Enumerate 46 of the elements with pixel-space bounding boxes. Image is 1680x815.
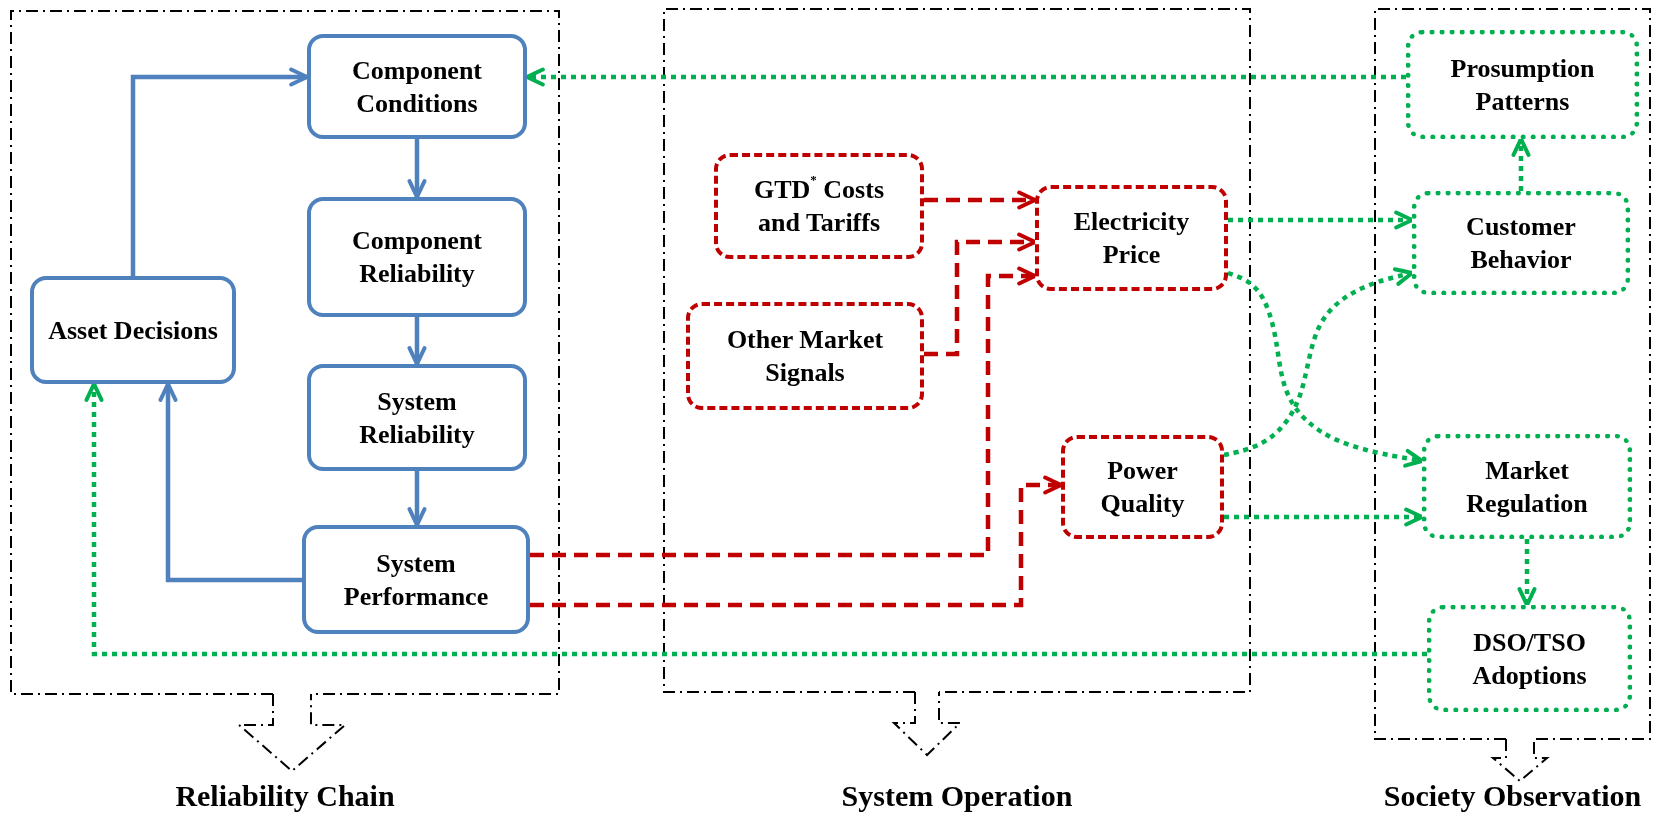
process-box	[1427, 605, 1632, 712]
box-label: Asset Decisions	[48, 314, 218, 347]
arrow	[407, 317, 427, 366]
group-panel	[664, 9, 1250, 813]
process-box	[302, 525, 530, 634]
arrow	[84, 382, 1427, 657]
box-label: Electricity Price	[1072, 206, 1191, 271]
box-label: Market Regulation	[1465, 454, 1589, 520]
box-label: Component Conditions	[351, 54, 483, 120]
box-label: Other Market Signals	[725, 324, 885, 389]
process-box	[1061, 435, 1224, 539]
arrow	[1517, 539, 1537, 607]
process-box	[307, 364, 527, 471]
process-box	[307, 34, 527, 139]
arrow	[525, 67, 1406, 87]
arrow	[407, 139, 427, 199]
arrow	[530, 475, 1063, 608]
arrow	[1224, 507, 1424, 527]
box-label: Component Reliability	[351, 225, 483, 290]
box-label: Customer Behavior	[1465, 211, 1577, 276]
process-box	[714, 153, 924, 259]
group-panel	[1375, 9, 1650, 813]
group-heading: Society Observation	[1383, 779, 1642, 813]
arrow	[130, 67, 309, 276]
arrow	[1511, 137, 1531, 191]
box-label: System Performance	[342, 547, 490, 613]
process-box	[1412, 191, 1630, 295]
arrow	[407, 471, 427, 527]
arrow	[924, 190, 1037, 210]
box-label: System Reliability	[358, 385, 476, 451]
process-box	[686, 302, 924, 410]
arrow	[158, 382, 302, 583]
box-label: Prosumption Patterns	[1449, 52, 1596, 118]
group-heading: System Operation	[841, 779, 1073, 813]
arrow	[1228, 210, 1414, 230]
process-box	[30, 276, 236, 384]
arrow	[530, 266, 1037, 558]
process-box	[1422, 434, 1632, 539]
process-box	[307, 197, 527, 317]
box-label: Power Quality	[1099, 455, 1186, 520]
process-box	[1035, 185, 1228, 291]
box-label: GTD$^{*}$ Costs and Tariffs	[753, 173, 885, 239]
group-heading: Reliability Chain	[175, 779, 395, 813]
group-panel	[11, 11, 559, 813]
box-label: DSO/TSO Adoptions	[1471, 626, 1588, 692]
arrow	[924, 232, 1037, 357]
